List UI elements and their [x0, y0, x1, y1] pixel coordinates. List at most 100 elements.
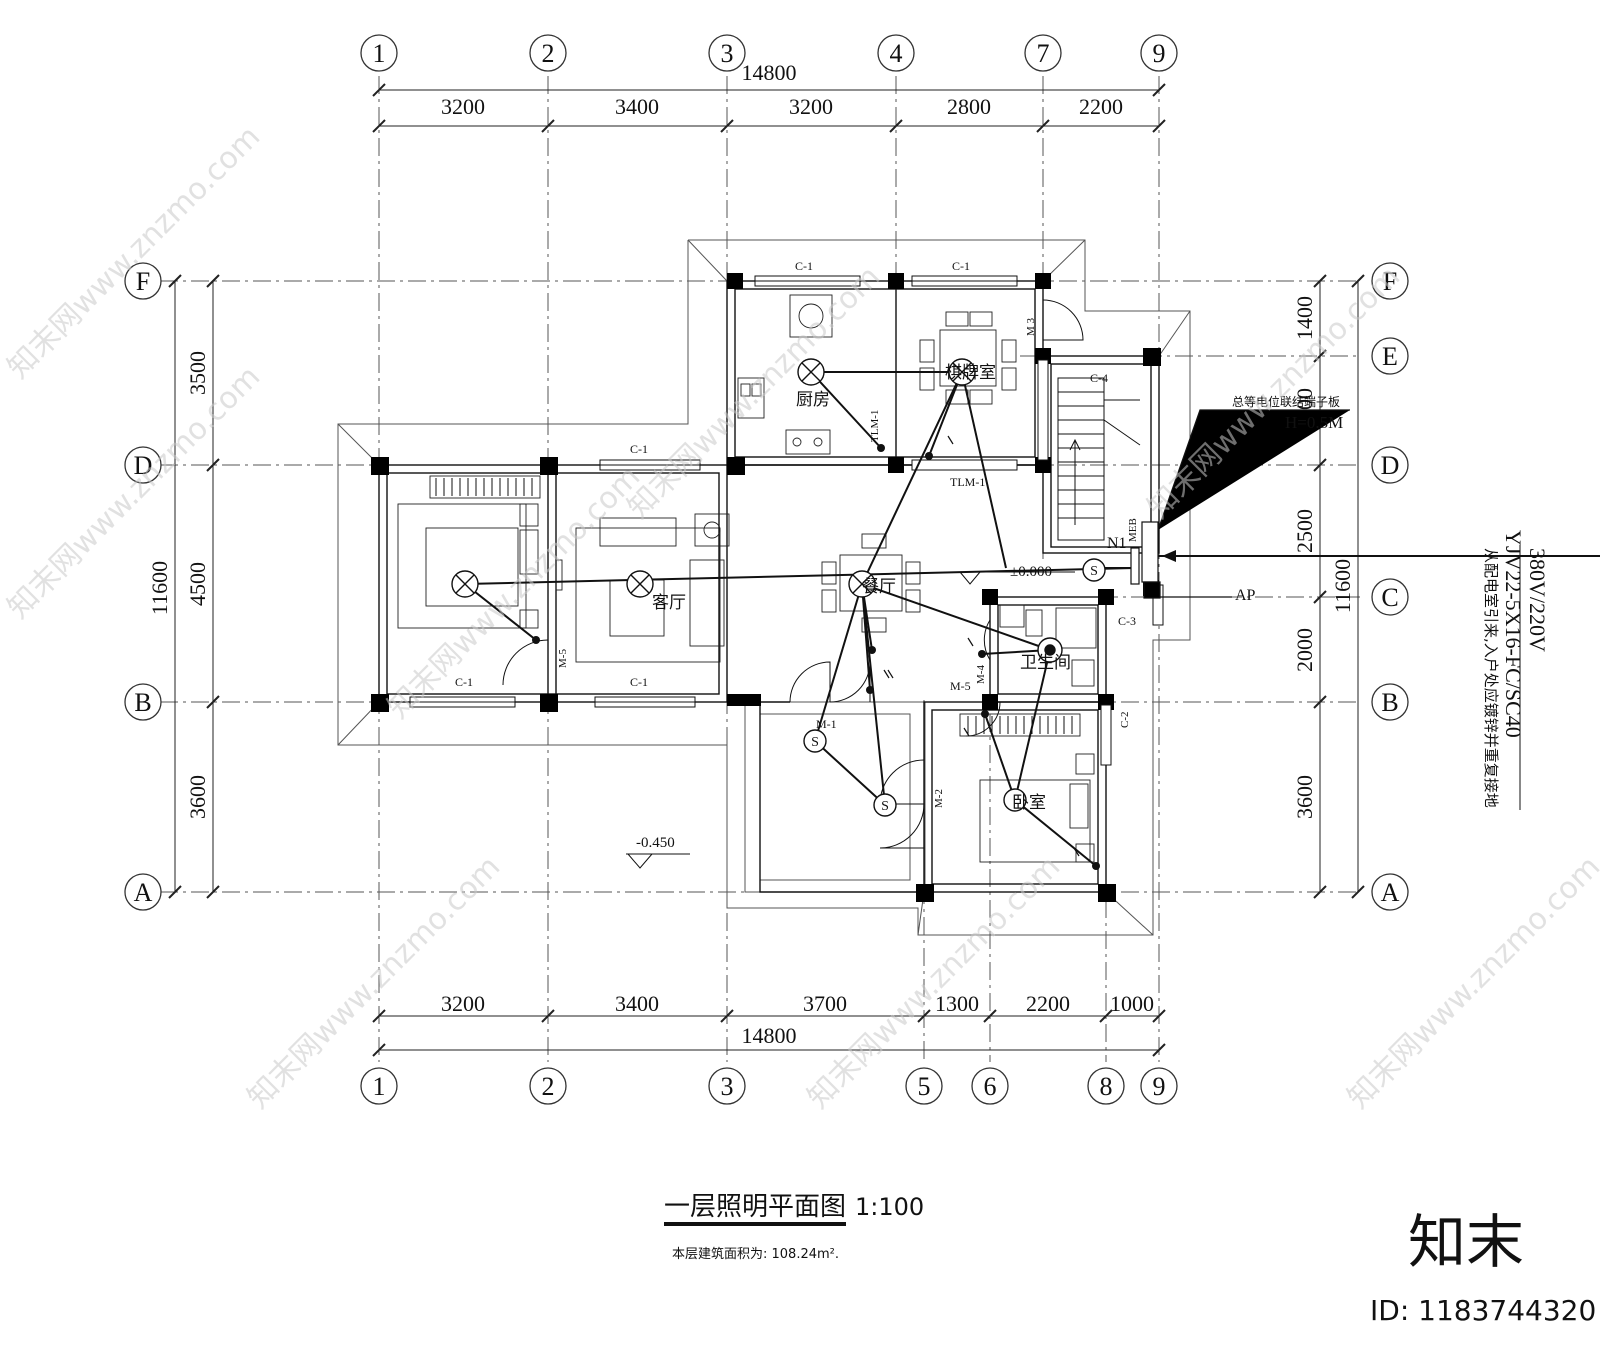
- dim-top-4: 2800: [947, 94, 991, 119]
- image-id: ID: 1183744320: [1370, 1294, 1596, 1327]
- dim-right-4: 2000: [1292, 628, 1317, 672]
- outlet-s-label-3: S: [881, 799, 889, 814]
- svg-text:知末网www.znzmo.com: 知末网www.znzmo.com: [1, 359, 267, 625]
- svg-text:知末网www.znzmo.com: 知末网www.znzmo.com: [621, 259, 887, 525]
- door-m5-bath: M-5: [950, 679, 971, 693]
- svg-text:知末网www.znzmo.com: 知末网www.znzmo.com: [1, 119, 267, 385]
- axis-right-F: F: [1383, 267, 1397, 296]
- meb-box: [1141, 521, 1159, 583]
- room-bath: 卫生间: [1020, 653, 1071, 673]
- window-c2: C-2: [1119, 712, 1131, 729]
- level-zero: ±0.000: [1010, 564, 1052, 580]
- room-chess: 棋牌室: [945, 363, 996, 383]
- window-c3: C-3: [1118, 614, 1136, 628]
- bonding-height: H=0.5M: [1285, 413, 1343, 432]
- lamp-bedroom1-icon: [451, 570, 479, 598]
- dim-top-total: 14800: [742, 60, 797, 85]
- columns: [371, 273, 1161, 902]
- supply-voltage: 380V/220V: [1525, 548, 1550, 652]
- axis-top-7: 7: [1037, 39, 1050, 68]
- window-c1-chess: C-1: [952, 259, 970, 273]
- outlet-s-terrace2-icon: [873, 793, 897, 817]
- dimension-texts: 14800 3200 3400 3200 2800 2200 3200 3400…: [147, 60, 1355, 1048]
- window-c1-bed: C-1: [455, 675, 473, 689]
- dim-left-2: 4500: [185, 562, 210, 606]
- axis-left-F: F: [136, 267, 150, 296]
- dim-bottom-4: 1300: [935, 991, 979, 1016]
- meb-label: MEB: [1127, 518, 1139, 542]
- axis-right-A: A: [1381, 878, 1400, 907]
- dim-top-5: 2200: [1079, 94, 1123, 119]
- axis-left-A: A: [134, 878, 153, 907]
- supply-cable: YJV22-5X16-FC/SC40: [1501, 530, 1526, 738]
- door-tlm1-a: TLM-1: [869, 410, 881, 442]
- outlet-s-terrace1-icon: [803, 729, 827, 753]
- dim-bottom-total: 14800: [742, 1023, 797, 1048]
- dim-left-total: 11600: [147, 561, 172, 615]
- axis-right-B: B: [1381, 688, 1398, 717]
- window-c4: C-4: [1090, 371, 1108, 385]
- distribution-boxes: [1130, 409, 1350, 599]
- axis-bubbles: [124, 34, 1409, 1105]
- svg-text:知末网www.znzmo.com: 知末网www.znzmo.com: [381, 459, 647, 725]
- door-m3: M 3: [1025, 317, 1037, 336]
- level-negative: -0.450: [636, 835, 675, 851]
- lamp-kitchen-icon: [797, 358, 825, 386]
- axis-top-4: 4: [890, 39, 903, 68]
- door-m5-bed: M-5: [557, 649, 569, 668]
- axis-top-2: 2: [542, 39, 555, 68]
- dim-top-1: 3200: [441, 94, 485, 119]
- lamp-chess-icon: [948, 358, 976, 386]
- room-bedroom: 卧室: [1012, 793, 1046, 813]
- lamp-bath-icon: [1037, 637, 1063, 663]
- bonding-board-label: 总等电位联结端子板: [1232, 394, 1340, 409]
- dim-right-total: 11600: [1330, 559, 1355, 613]
- supply-arrow: [1162, 550, 1176, 562]
- dim-bottom-6: 1000: [1110, 991, 1154, 1016]
- axis-labels: 1 2 3 4 7 9 1 2 3 5 6 8 9 F D B A F E D …: [134, 39, 1400, 1101]
- axis-right-D: D: [1381, 451, 1400, 480]
- axis-grid: [160, 76, 1360, 1062]
- axis-bottom-6: 6: [984, 1072, 997, 1101]
- dim-right-1: 1400: [1292, 296, 1317, 340]
- window-c1-living: C-1: [630, 675, 648, 689]
- dim-top-2: 3400: [615, 94, 659, 119]
- area-note: 本层建筑面积为: 108.24m².: [672, 1246, 839, 1262]
- window-c1-north: C-1: [630, 442, 648, 456]
- lamp-bedroom2-icon: [1003, 788, 1027, 812]
- room-kitchen: 厨房: [796, 390, 830, 410]
- outlet-s-label-2: S: [811, 735, 819, 750]
- outlet-s-dining-icon: [1082, 558, 1106, 582]
- outlet-s-label-1: S: [1090, 564, 1098, 579]
- door-m4: M-4: [975, 665, 987, 684]
- axis-bottom-1: 1: [373, 1072, 386, 1101]
- room-dining: 餐厅: [862, 577, 896, 597]
- furniture: [397, 294, 1097, 863]
- drawing-scale: 1:100: [855, 1193, 924, 1221]
- door-tlm1-b: TLM-1: [950, 475, 985, 489]
- dim-right-3: 2500: [1292, 509, 1317, 553]
- axis-right-C: C: [1381, 583, 1398, 612]
- axis-bottom-5: 5: [918, 1072, 931, 1101]
- axis-right-E: E: [1382, 342, 1398, 371]
- switch-dots: [532, 444, 1100, 870]
- dim-left-3: 3600: [185, 775, 210, 819]
- axis-bottom-3: 3: [721, 1072, 734, 1101]
- dim-left-1: 3500: [185, 351, 210, 395]
- wiring: [464, 371, 1600, 867]
- panel-n1-label: N1: [1107, 535, 1127, 552]
- axis-bottom-8: 8: [1100, 1072, 1113, 1101]
- dim-bottom-3: 3700: [803, 991, 847, 1016]
- drawing-title: 一层照明平面图: [664, 1192, 846, 1222]
- window-c1-kitchen: C-1: [795, 259, 813, 273]
- dim-bottom-1: 3200: [441, 991, 485, 1016]
- staircase: [1057, 377, 1141, 541]
- svg-text:知末网www.znzmo.com: 知末网www.znzmo.com: [1141, 259, 1407, 525]
- lamp-dining-icon: [848, 570, 876, 598]
- axis-top-9: 9: [1153, 39, 1166, 68]
- supply-note: 从配电室引来,入户处应镀锌并重复接地: [1482, 548, 1500, 808]
- axis-bottom-2: 2: [542, 1072, 555, 1101]
- wire-ticks: [883, 435, 1080, 857]
- dimension-ticks: [168, 83, 1365, 1057]
